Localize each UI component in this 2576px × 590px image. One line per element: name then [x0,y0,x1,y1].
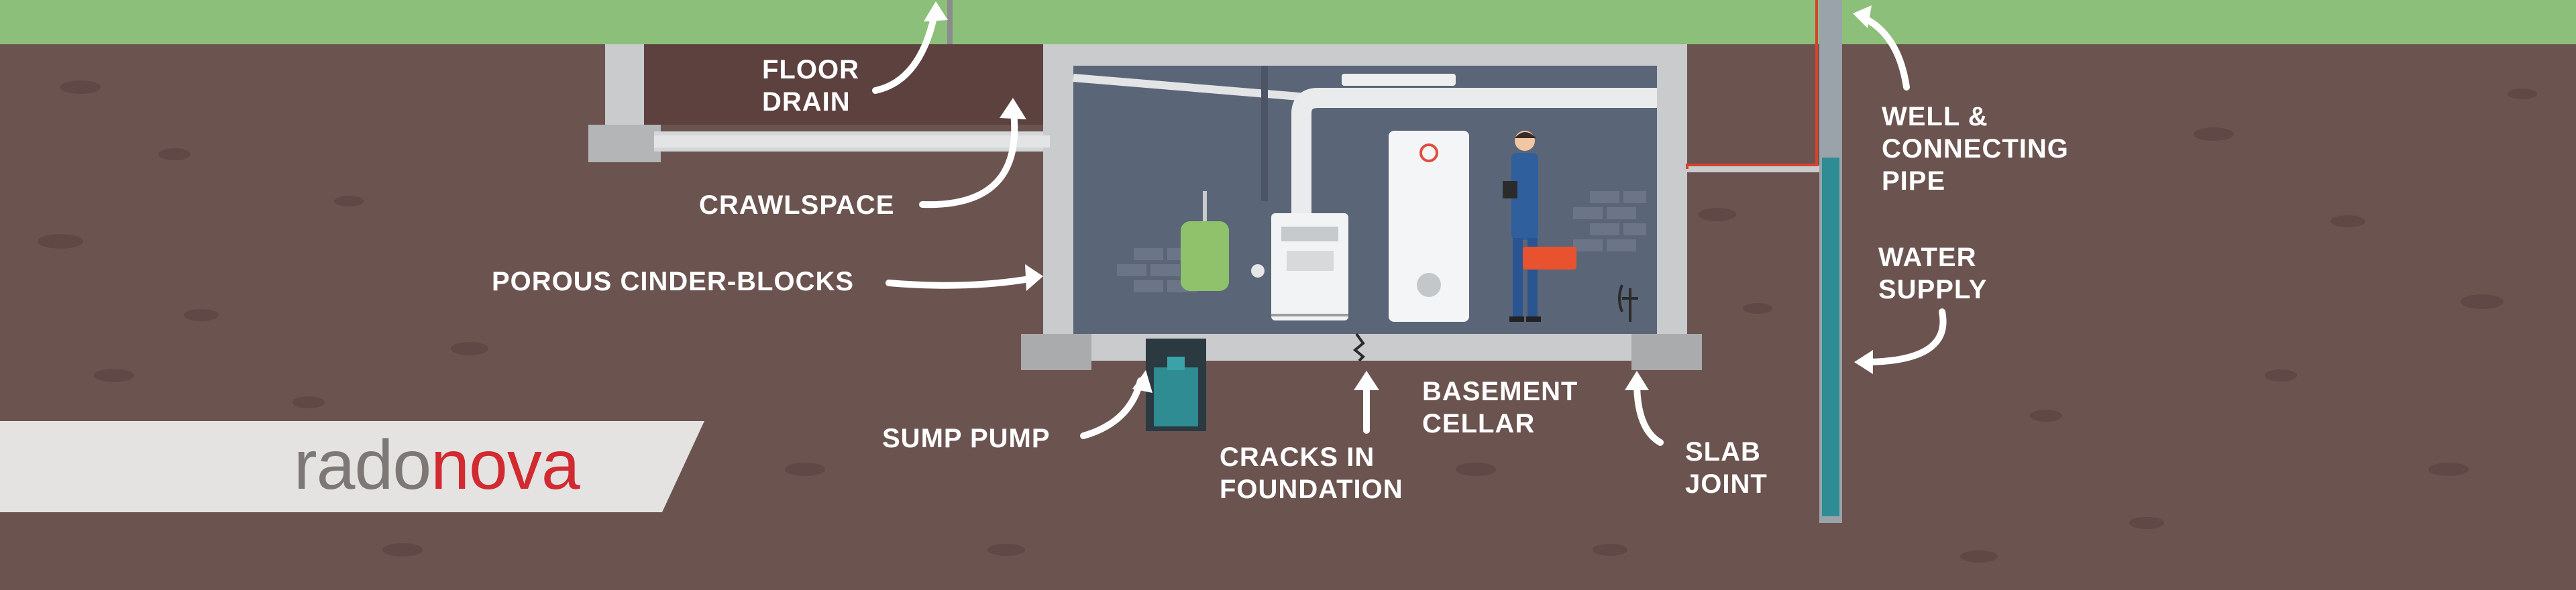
label-sump-pump: SUMP PUMP [882,424,1051,453]
basement-left-wall [1043,44,1073,339]
sump-pump-top [1167,357,1185,370]
right-footing [1631,334,1702,370]
heater-port [1417,273,1441,297]
water-supply-pipe [1822,158,1839,516]
shutoff-valve [1618,284,1638,322]
grass-strip [0,0,2576,44]
arrow-water-supply [1860,308,1947,365]
label-cracks-in-foundation: CRACKS IN FOUNDATION [1220,442,1403,504]
label-floor-drain: FLOOR DRAIN [762,55,859,117]
basement-ceiling [1043,44,1687,66]
label-basement-cellar: BASEMENT CELLAR [1422,377,1578,438]
crawlspace-footing [588,125,661,162]
soil-speckles [38,80,2537,563]
boiler-panel [1281,227,1338,241]
label-crawlspace: CRAWLSPACE [699,190,895,220]
label-water-supply: WATER SUPPLY [1878,243,1988,304]
logo-banner [0,421,704,512]
crawlspace-left-wall [605,44,644,131]
crawlspace-cavity [644,44,1043,125]
heater-gauge [1419,143,1438,162]
valve-knob [1251,264,1265,278]
label-porous-cinder-blocks: POROUS CINDER-BLOCKS [492,267,855,296]
electric-line [1686,0,1818,169]
radonova-logo: radonova [294,421,580,512]
basement-slab [1036,334,1701,361]
ceiling-light [1342,74,1456,86]
left-footing [1021,334,1091,370]
logo-text-rado: rado [294,426,431,504]
arrow-floor-drain [872,5,939,94]
label-well-connecting-pipe: WELL & CONNECTING PIPE [1882,102,2069,196]
logo-text-nova: nova [431,426,580,504]
arrow-slab-joint [1633,379,1664,446]
arrow-crawlspace [919,104,1018,209]
arrow-heads [924,1,1873,393]
ceiling-pipe [1073,74,1316,102]
water-heater [1389,131,1469,322]
exhaust-duct [1291,88,1657,221]
post-left [947,0,953,44]
arrow-well [1858,13,1910,91]
label-slab-joint: SLAB JOINT [1685,437,1768,499]
boiler-vent [1287,251,1334,271]
basement-right-wall [1657,44,1687,339]
drain-pipe [654,135,1050,148]
technician [1503,131,1576,322]
sump-pump [1154,367,1198,426]
arrow-cinder-blocks [885,275,1036,289]
slab-crack [1352,333,1365,362]
pressure-tank [1181,221,1229,291]
